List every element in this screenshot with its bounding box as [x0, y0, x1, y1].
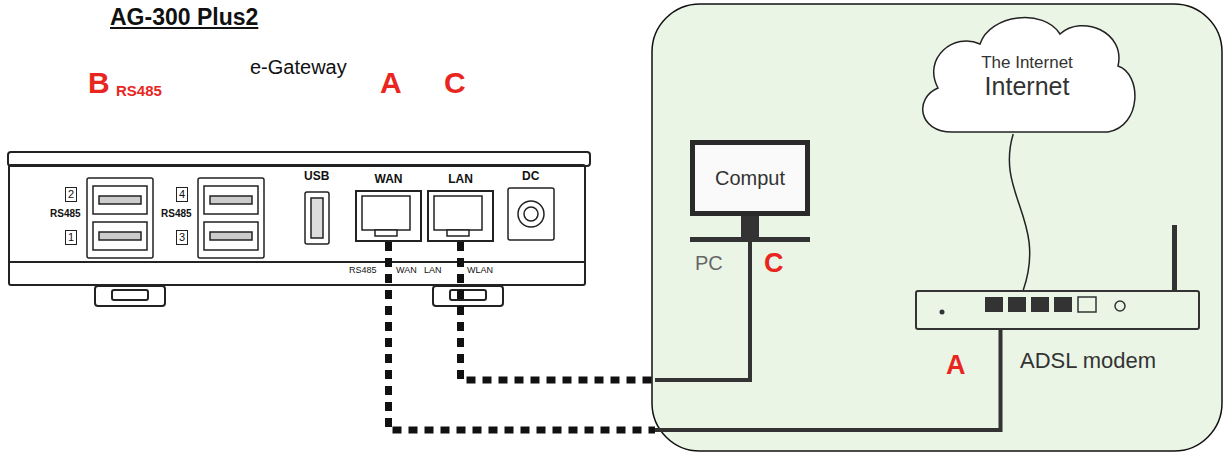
port-label: USB	[304, 170, 329, 184]
rs485-port	[99, 232, 141, 240]
port-label: RS485	[349, 265, 377, 275]
usb-port	[305, 192, 329, 244]
port-label: LAN	[424, 265, 442, 275]
network-cable	[389, 242, 1001, 430]
node-text: Comput	[715, 167, 785, 190]
node-text: Internet	[985, 72, 1070, 101]
gateway-box: e-GatewayWANLAN	[8, 164, 586, 286]
gateway-housing	[8, 152, 590, 306]
modem-details	[940, 310, 945, 315]
modem-details	[1115, 301, 1125, 311]
modem-details	[940, 225, 1178, 315]
ethernet-port: WAN	[355, 190, 422, 242]
port-label: RS485	[50, 208, 81, 220]
rs485-port	[87, 178, 264, 258]
port-label: DC	[522, 170, 539, 184]
network-cable	[389, 242, 656, 430]
modem-details	[1054, 297, 1072, 312]
network-cable	[461, 242, 656, 380]
gateway-housing	[450, 290, 486, 300]
rs485-port	[210, 196, 252, 204]
cloud-outline	[923, 18, 1135, 132]
rj45-socket	[434, 196, 482, 230]
port-label: RS485	[116, 82, 162, 99]
port-label: 2	[65, 187, 77, 202]
rs485-port	[87, 178, 153, 258]
rs485-port	[198, 178, 264, 258]
node-text: ADSL modem	[1020, 348, 1156, 373]
rj45-socket	[362, 196, 410, 230]
port-label: RS485	[161, 208, 192, 220]
internet-link	[1009, 134, 1029, 290]
port-label: PC	[695, 252, 723, 275]
gateway-housing	[433, 286, 503, 306]
rj45-socket	[362, 196, 482, 236]
network-panel	[652, 4, 1222, 451]
rj45-socket	[447, 230, 469, 236]
diagram-title: AG-300 Plus2	[110, 4, 258, 31]
rs485-port	[93, 186, 147, 214]
callout-letter: C	[764, 248, 784, 279]
modem-details	[1031, 297, 1049, 312]
node-text: e-Gateway	[250, 56, 347, 79]
dc-jack	[518, 201, 544, 227]
ethernet-port: LAN	[427, 190, 494, 242]
gateway-housing	[112, 290, 148, 300]
callout-letter: B	[88, 66, 110, 101]
node-text: The Internet	[981, 53, 1073, 73]
pc-monitor: Comput	[690, 140, 810, 216]
network-cable	[461, 216, 751, 380]
node-text: LAN	[429, 173, 492, 187]
modem-details	[1172, 225, 1177, 291]
gateway-housing	[8, 261, 586, 263]
rs485-port	[93, 222, 147, 250]
usb-port	[305, 192, 329, 244]
modem-box: ADSL modem	[915, 290, 1200, 330]
modem-details	[1078, 297, 1096, 312]
node-text: WAN	[357, 173, 420, 187]
rs485-port	[204, 186, 258, 214]
callout-letter: A	[380, 66, 402, 101]
dc-jack	[524, 207, 538, 221]
rs485-port	[204, 222, 258, 250]
port-label: 3	[176, 230, 188, 245]
dc-jack	[508, 188, 554, 240]
network-cable	[1009, 134, 1029, 290]
modem-details	[1008, 297, 1026, 312]
modem-details	[985, 297, 1003, 312]
network-cable	[655, 216, 750, 380]
port-label: 1	[65, 230, 77, 245]
port-label: 4	[176, 187, 188, 202]
rs485-port	[210, 232, 252, 240]
callout-letter: C	[444, 66, 466, 101]
rj45-socket	[375, 230, 397, 236]
internet-cloud: The InternetInternet	[912, 6, 1142, 134]
usb-port	[311, 198, 323, 238]
callout-letter: A	[946, 350, 966, 381]
port-label: WAN	[396, 265, 417, 275]
rs485-port	[99, 196, 141, 204]
gateway-housing	[95, 286, 165, 306]
port-label: WLAN	[467, 265, 493, 275]
dc-jack	[508, 188, 554, 240]
